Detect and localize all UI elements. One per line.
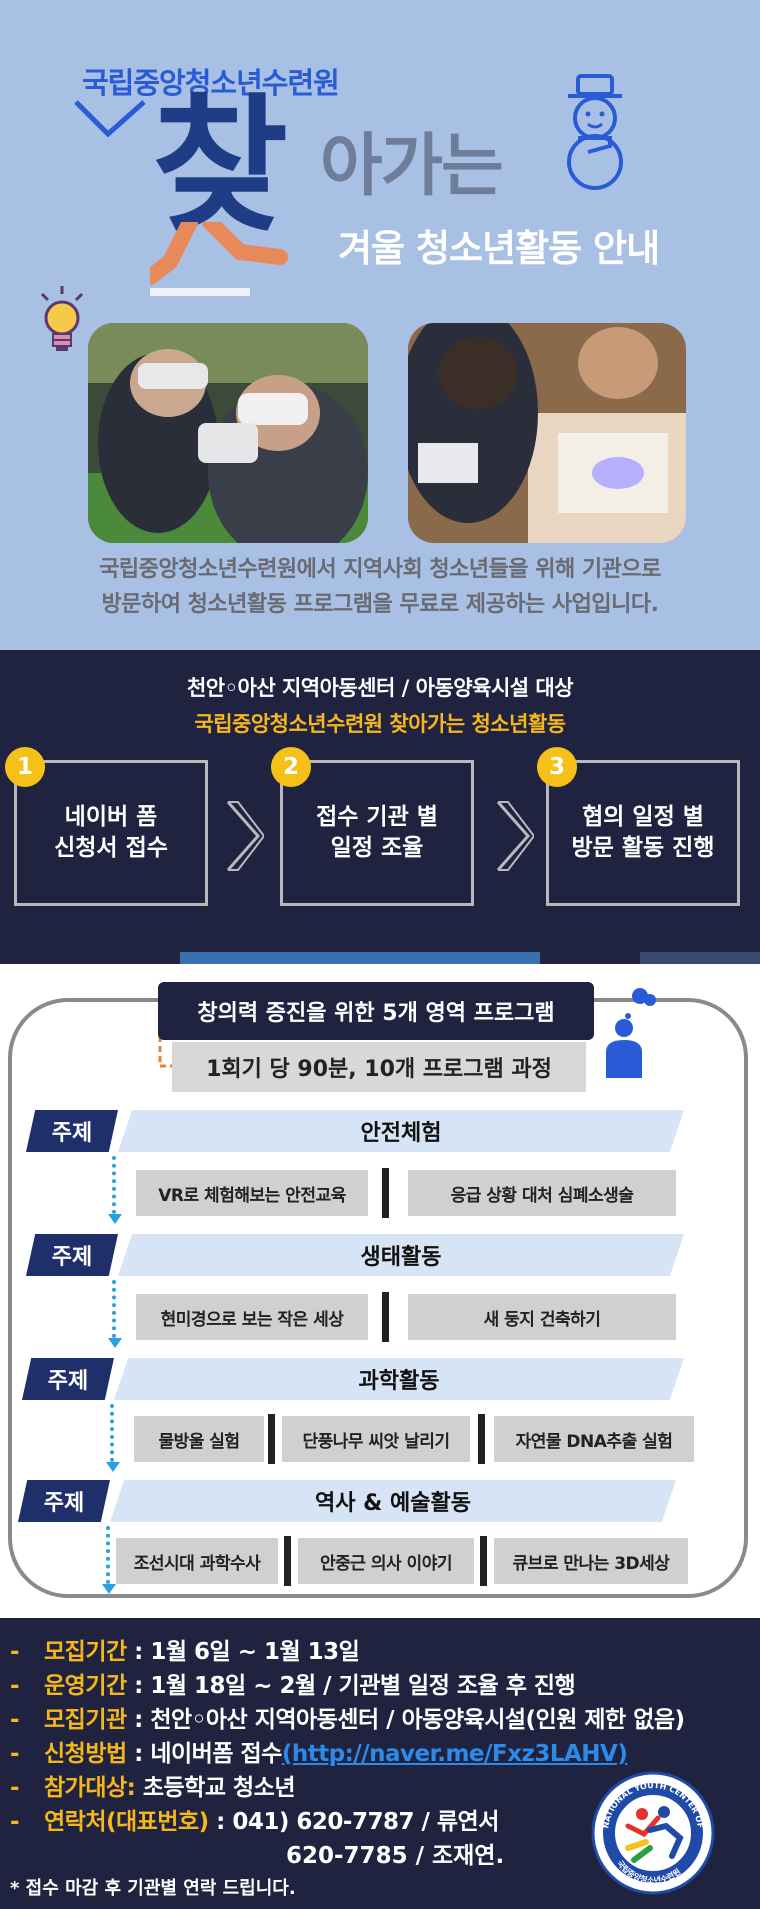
activity-item: 물방울 실험	[134, 1416, 264, 1462]
activity-item: 새 둥지 건축하기	[408, 1294, 676, 1340]
winter-title: 겨울 청소년활동 안내	[338, 227, 660, 270]
process-step-3: 3 협의 일정 별 방문 활동 진행	[537, 747, 740, 906]
snowman-icon	[567, 74, 623, 190]
process-program-title: 국립중앙청소년수련원 찾아가는 청소년활동	[194, 712, 566, 736]
arrow-down-icon	[102, 1584, 116, 1594]
step-number-badge: 2	[271, 747, 311, 787]
vr-experience-photo	[88, 323, 368, 543]
org-title: 국립중앙청소년수련원	[82, 66, 340, 100]
thinking-person-icon	[606, 988, 656, 1078]
process-section: 천안◦아산 지역아동센터 / 아동양육시설 대상 국립중앙청소년수련원 찾아가는…	[0, 650, 760, 952]
separator	[284, 1536, 291, 1586]
theme-title-safety: 안전체험	[118, 1110, 684, 1152]
process-target-text: 천안◦아산 지역아동센터 / 아동양육시설 대상	[186, 676, 574, 700]
hero-section: 국립중앙청소년수련원 찾 아가는 겨울 청소년활동 안내	[0, 0, 760, 650]
step-number-badge: 1	[5, 747, 45, 787]
programs-header: 창의력 증진을 위한 5개 영역 프로그램	[158, 982, 594, 1040]
programs-section: 창의력 증진을 위한 5개 영역 프로그램 1회기 당 90분, 10개 프로그…	[0, 964, 760, 1618]
theme-tag: 주제	[22, 1358, 114, 1400]
process-step-2: 2 접수 기관 별 일정 조율	[271, 747, 474, 906]
light-bulb-icon	[40, 286, 84, 351]
theme-title-ecology: 생태활동	[118, 1234, 684, 1276]
process-step-1: 1 네이버 폼 신청서 접수	[5, 747, 208, 906]
separator	[478, 1414, 485, 1464]
theme-title-science: 과학활동	[114, 1358, 684, 1400]
programs-subheader: 1회기 당 90분, 10개 프로그램 과정	[172, 1042, 586, 1092]
hero-sub-text: 아가는	[320, 127, 504, 206]
step-text: 접수 기관 별 일정 조율	[316, 804, 438, 861]
intro-line-1: 국립중앙청소년수련원에서 지역사회 청소년들을 위해 기관으로	[99, 557, 661, 582]
theme-title-history-art: 역사 & 예술활동	[110, 1480, 676, 1522]
apply-link[interactable]: (http://naver.me/Fxz3LAHV)	[281, 1741, 628, 1767]
activity-item: 큐브로 만나는 3D세상	[494, 1538, 688, 1584]
activity-item: 응급 상황 대처 심폐소생술	[408, 1170, 676, 1216]
dotted-line	[106, 1526, 110, 1584]
science-activity-photo	[408, 323, 686, 543]
step-number-badge: 3	[537, 747, 577, 787]
info-contact-secondary: 620-7785 / 조재연.	[286, 1843, 505, 1869]
theme-tag: 주제	[26, 1234, 118, 1276]
step-text: 협의 일정 별 방문 활동 진행	[571, 804, 715, 861]
arrow-down-icon	[108, 1214, 122, 1224]
dotted-line	[112, 1280, 116, 1338]
step-text: 네이버 폼 신청서 접수	[54, 804, 168, 861]
separator	[382, 1292, 389, 1342]
info-apply-method: -신청방법 : 네이버폼 접수(http://naver.me/Fxz3LAHV…	[10, 1741, 628, 1767]
separator	[268, 1414, 275, 1464]
nyc-korea-logo: NATIONAL YOUTH CENTER OF KOREA 국립중앙청소년수련…	[588, 1768, 715, 1895]
color-stripe-divider	[0, 952, 760, 964]
dotted-line	[110, 1404, 114, 1462]
activity-item: 단풍나무 씨앗 날리기	[282, 1416, 470, 1462]
chevron-right-icon	[226, 801, 264, 871]
separator	[382, 1168, 389, 1218]
intro-description: 국립중앙청소년수련원에서 지역사회 청소년들을 위해 기관으로 방문하여 청소년…	[0, 552, 760, 622]
activity-item: 자연물 DNA추출 실험	[494, 1416, 694, 1462]
activity-item: 조선시대 과학수사	[116, 1538, 278, 1584]
dotted-line	[112, 1156, 116, 1214]
theme-tag: 주제	[26, 1110, 118, 1152]
info-contact: -연락처(대표번호) : 041) 620-7787 / 류연서	[10, 1809, 499, 1835]
arrow-down-icon	[106, 1462, 120, 1472]
activity-item: 현미경으로 보는 작은 세상	[136, 1294, 368, 1340]
info-recruit-period: -모집기간 : 1월 6일 ~ 1월 13일	[10, 1639, 360, 1665]
info-section: -모집기간 : 1월 6일 ~ 1월 13일 -운영기간 : 1월 18일 ~ …	[0, 1618, 760, 1909]
info-participant: -참가대상: 초등학교 청소년	[10, 1775, 295, 1801]
theme-tag: 주제	[18, 1480, 110, 1522]
check-mark-icon	[74, 100, 146, 138]
arrow-down-icon	[108, 1338, 122, 1348]
footnote: * 접수 마감 후 기관별 연락 드립니다.	[10, 1878, 296, 1899]
hero-big-character: 찾	[152, 80, 288, 252]
separator	[480, 1536, 487, 1586]
info-operate-period: -운영기간 : 1월 18일 ~ 2월 / 기관별 일정 조율 후 진행	[10, 1673, 576, 1699]
runner-legs-icon	[150, 222, 288, 296]
activity-item: 안중근 의사 이야기	[298, 1538, 474, 1584]
intro-line-2: 방문하여 청소년활동 프로그램을 무료로 제공하는 사업입니다.	[101, 592, 659, 617]
activity-item: VR로 체험해보는 안전교육	[136, 1170, 368, 1216]
chevron-right-icon	[496, 801, 534, 871]
info-target-org: -모집기관 : 천안◦아산 지역아동센터 / 아동양육시설(인원 제한 없음)	[10, 1707, 685, 1733]
